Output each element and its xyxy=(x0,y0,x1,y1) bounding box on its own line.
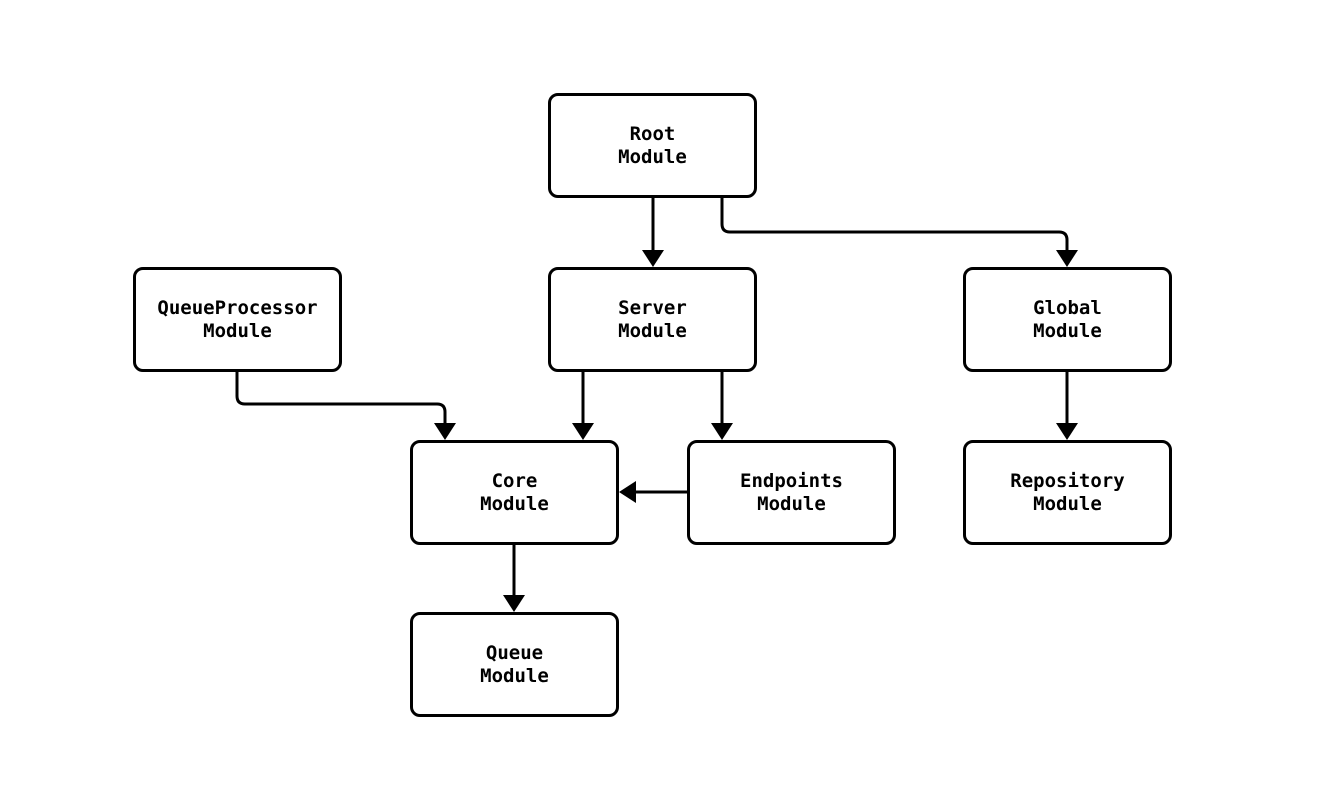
arrowhead-queueprocessor-to-core xyxy=(434,423,456,440)
module-node-label-core: Core Module xyxy=(480,470,549,515)
arrowhead-server-to-core xyxy=(572,423,594,440)
module-node-label-repository: Repository Module xyxy=(1010,470,1125,515)
module-node-core: Core Module xyxy=(410,440,619,545)
module-node-label-endpoints: Endpoints Module xyxy=(740,470,843,515)
module-node-server: Server Module xyxy=(548,267,757,372)
module-node-label-queueprocessor: QueueProcessor Module xyxy=(157,297,318,342)
module-node-label-queue: Queue Module xyxy=(480,642,549,687)
edge-queueprocessor-to-core xyxy=(235,372,447,426)
module-node-global: Global Module xyxy=(963,267,1172,372)
module-node-repository: Repository Module xyxy=(963,440,1172,545)
arrowhead-global-to-repository xyxy=(1056,423,1078,440)
arrowhead-root-to-global xyxy=(1056,250,1078,267)
module-node-label-server: Server Module xyxy=(618,297,687,342)
arrowhead-endpoints-to-core xyxy=(619,481,636,503)
arrowhead-root-to-server xyxy=(642,250,664,267)
module-node-root: Root Module xyxy=(548,93,757,198)
arrowhead-core-to-queue xyxy=(503,595,525,612)
module-node-label-root: Root Module xyxy=(618,123,687,168)
module-node-endpoints: Endpoints Module xyxy=(687,440,896,545)
module-node-queue: Queue Module xyxy=(410,612,619,717)
arrowhead-server-to-endpoints xyxy=(711,423,733,440)
module-node-label-global: Global Module xyxy=(1033,297,1102,342)
edge-root-to-global xyxy=(720,198,1069,253)
module-node-queueprocessor: QueueProcessor Module xyxy=(133,267,342,372)
